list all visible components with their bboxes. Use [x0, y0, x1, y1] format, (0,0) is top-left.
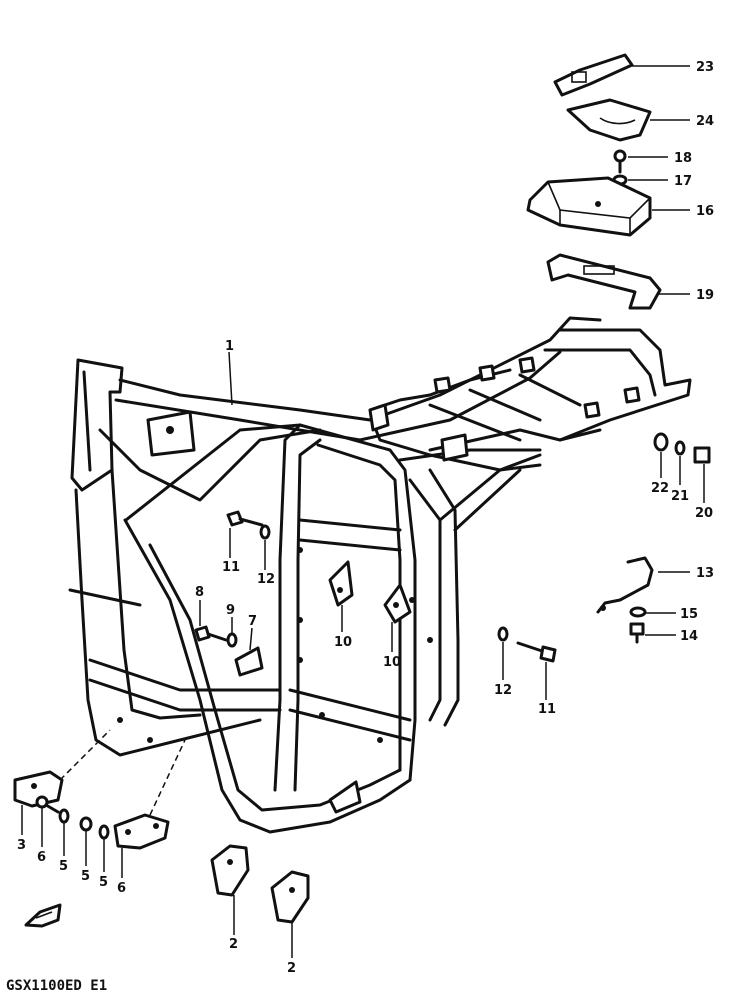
callout-3: 3: [17, 838, 26, 853]
part-5-washer-mid-a: [79, 816, 93, 832]
part-8-bolt: [194, 625, 228, 642]
callout-11-lower: 11: [538, 702, 556, 717]
model-code-label: GSX1100ED E1: [6, 978, 108, 994]
callout-2-right: 2: [287, 961, 296, 976]
part-21-washer: [674, 440, 686, 456]
callout-19: 19: [696, 288, 714, 303]
part-11-bolt-upper: [226, 510, 264, 527]
callout-labels: 23 24 18 17 16 19 1 22 21 20 11 12 13 15…: [17, 60, 714, 976]
callout-13: 13: [696, 566, 714, 581]
front-direction-arrow-icon: [24, 903, 62, 928]
part-18-screw: [613, 149, 627, 174]
part-22-washer: [653, 432, 669, 452]
part-16-tray: [526, 176, 652, 237]
callout-10-right: 10: [383, 655, 401, 670]
callout-12-lower: 12: [494, 683, 512, 698]
callout-14: 14: [680, 629, 698, 644]
callout-16: 16: [696, 204, 714, 219]
callout-5-left: 5: [59, 859, 68, 874]
part-20-nut: [693, 446, 711, 464]
callout-21: 21: [671, 489, 689, 504]
part-12-washer-lower: [497, 626, 509, 642]
callout-23: 23: [696, 60, 714, 75]
callout-8: 8: [195, 585, 204, 600]
part-9-washer: [226, 632, 238, 648]
main-frame: [68, 316, 692, 834]
part-2-bracket-left: [210, 844, 250, 897]
callout-9: 9: [226, 603, 235, 618]
part-14-bolt: [629, 622, 645, 644]
callout-5-mid-b: 5: [99, 875, 108, 890]
part-13-rod: [596, 556, 654, 614]
part-24-cover: [566, 98, 652, 142]
part-11-bolt-lower: [516, 641, 557, 663]
part-15-washer: [629, 606, 647, 618]
part-19-bracket: [546, 253, 662, 310]
callout-17: 17: [674, 174, 692, 189]
part-23-strap: [553, 53, 634, 97]
callout-22: 22: [651, 481, 669, 496]
callout-2-left: 2: [229, 937, 238, 952]
part-12-washer-upper: [259, 524, 271, 540]
callout-10-left: 10: [334, 635, 352, 650]
callout-20: 20: [695, 506, 713, 521]
part-5-washer-mid-b: [98, 824, 110, 840]
callout-12-upper: 12: [257, 572, 275, 587]
leader-lines: [21, 65, 705, 958]
part-5-washer-left: [58, 808, 70, 824]
callout-15: 15: [680, 607, 698, 622]
callout-5-mid-a: 5: [81, 869, 90, 884]
callout-7: 7: [248, 614, 257, 629]
callout-1: 1: [225, 339, 234, 354]
callout-24: 24: [696, 114, 714, 129]
part-6-bracket-right: [113, 813, 170, 850]
callout-18: 18: [674, 151, 692, 166]
callout-6-right: 6: [117, 881, 126, 896]
part-2-bracket-right: [270, 870, 310, 924]
callout-6-left: 6: [37, 850, 46, 865]
part-3-bracket: [13, 770, 64, 808]
part-6-bolt-left: [35, 795, 60, 814]
callout-11-upper: 11: [222, 560, 240, 575]
